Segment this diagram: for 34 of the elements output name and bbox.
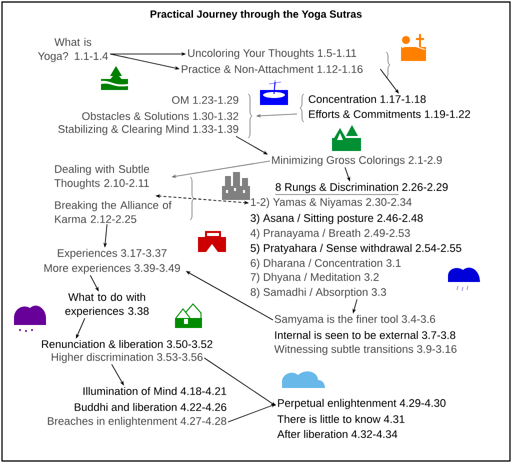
- text-label: Concentration 1.17-1.18: [308, 94, 426, 104]
- text-label: Witnessing subtle transitions 3.9-3.16: [274, 344, 456, 356]
- text-label: 6) Dharana / Concentration 3.1: [250, 258, 401, 270]
- text-label: Illumination of Mind 4.18-4.21: [84, 386, 226, 396]
- text-label: Samyama is the finer tool 3.4-3.6: [274, 314, 436, 326]
- text-label: Buddhi and liberation 4.22-4.26: [74, 402, 226, 412]
- text-label: Breaches in enlightenment 4.27-4.28: [48, 416, 226, 428]
- text-label: After liberation 4.32-4.34: [277, 430, 398, 438]
- text-label: Obstacles & Solutions 1.30-1.32: [82, 112, 238, 120]
- text-label: Internal is seen to be external 3.7-3.8: [275, 330, 456, 340]
- text-label: Breaking the Alliance of Karma 2.12-2.25: [55, 200, 172, 224]
- text-label: Higher discrimination 3.53-3.56: [52, 352, 203, 364]
- text-label: Efforts & Commitments 1.19-1.22: [309, 110, 470, 118]
- text-label: OM 1.23-1.29: [172, 96, 238, 104]
- text-label: 1-2) Yamas & Niyamas 2.30-2.34: [251, 198, 412, 208]
- text-label: What is Yoga? 1.1-1.4: [38, 38, 108, 62]
- text-label: 7) Dhyana / Meditation 3.2: [250, 272, 379, 284]
- text-label: 3) Asana / Sitting posture 2.46-2.48: [250, 214, 423, 224]
- text-label: There is little to know 4.31: [277, 414, 404, 424]
- text-label: 8) Samadhi / Absorption 3.3: [250, 288, 386, 298]
- text-label: 4) Pranayama / Breath 2.49-2.53: [250, 228, 410, 240]
- text-label: Dealing with Subtle Thoughts 2.10-2.11: [54, 164, 150, 190]
- text-label: Stabilizing & Clearing Mind 1.33-1.39: [58, 124, 238, 136]
- text-label: More experiences 3.39-3.49: [44, 264, 180, 274]
- text-label: Perpetual enlightenment 4.29-4.30: [278, 398, 446, 410]
- text-label: Uncoloring Your Thoughts 1.5-1.11: [188, 48, 356, 60]
- text-label: 8 Rungs & Discrimination 2.26-2.29: [275, 182, 448, 195]
- title: Practical Journey through the Yoga Sutras: [150, 10, 362, 20]
- text-label: 5) Pratyahara / Sense withdrawal 2.54-2.55: [250, 244, 462, 254]
- text-label: Experiences 3.17-3.37: [58, 248, 166, 260]
- text-label: Practice & Non-Attachment 1.12-1.16: [182, 64, 363, 74]
- text-label: What to do with experiences 3.38: [65, 292, 149, 318]
- text-label: Renunciation & liberation 3.50-3.52: [42, 340, 212, 348]
- text-label: Minimizing Gross Colorings 2.1-2.9: [272, 156, 442, 166]
